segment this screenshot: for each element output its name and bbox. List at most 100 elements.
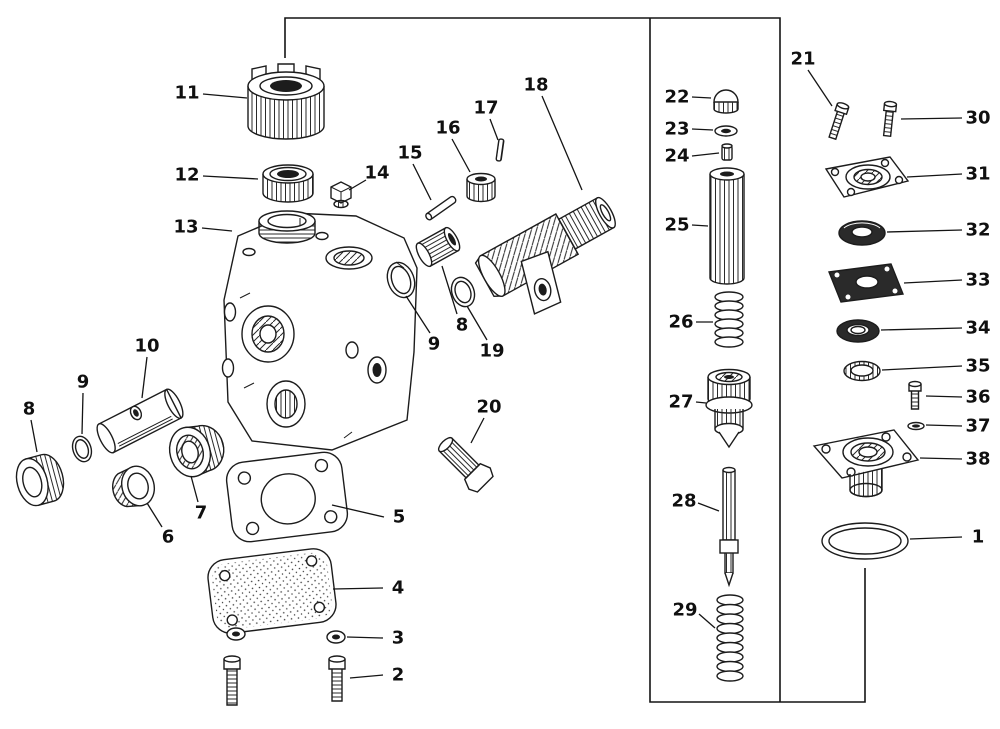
- leader-line-23: [691, 128, 714, 131]
- part-label-17: 17: [473, 98, 498, 119]
- part-23-washer: [714, 125, 738, 137]
- leader-line-21: [807, 69, 833, 107]
- leader-line-8: [30, 419, 38, 453]
- part-9-washer: [71, 435, 93, 463]
- part-label-6: 6: [162, 527, 175, 548]
- leader-line-29: [698, 613, 716, 629]
- part-19-o-ring: [450, 276, 476, 308]
- part-label-25: 25: [664, 215, 689, 236]
- part-32-seal-ring: [838, 220, 886, 246]
- part-16-knurled-nut: [466, 172, 496, 203]
- leader-line-9: [405, 295, 431, 334]
- part-11-cap-nut: [247, 63, 325, 140]
- part-22-cap-nut: [713, 89, 739, 114]
- part-label-14: 14: [364, 163, 389, 184]
- part-25-plunger-barrel: [709, 167, 745, 285]
- leader-line-4: [332, 587, 384, 590]
- part-label-19: 19: [479, 341, 504, 362]
- leader-line-9: [81, 392, 84, 435]
- part-18-fitting-body: [474, 196, 616, 298]
- part-label-20: 20: [476, 397, 501, 418]
- part-label-36: 36: [965, 387, 990, 408]
- leader-line-27: [695, 401, 707, 404]
- part-14-plug-screw: [330, 181, 352, 209]
- part-12-seal-bushing: [262, 164, 314, 203]
- part-label-8: 8: [456, 315, 469, 336]
- part-label-3: 3: [392, 628, 405, 649]
- leader-line-35: [881, 365, 963, 371]
- leader-line-1: [909, 536, 963, 540]
- part-3-washer: [326, 630, 346, 644]
- part-18-bracket: [520, 250, 562, 315]
- part-6-cup-seal: [112, 465, 155, 508]
- part-35-ring: [843, 360, 881, 382]
- part-3-washer: [226, 627, 246, 641]
- leader-line-11: [202, 93, 248, 99]
- part-label-11: 11: [174, 83, 199, 104]
- leader-line-2: [349, 674, 384, 679]
- part-label-33: 33: [965, 270, 990, 291]
- part-label-37: 37: [965, 416, 990, 437]
- part-label-23: 23: [664, 119, 689, 140]
- leader-line-18: [541, 95, 583, 191]
- part-label-12: 12: [174, 165, 199, 186]
- part-1-o-ring: [821, 522, 909, 560]
- leader-line-19: [466, 305, 488, 341]
- part-label-30: 30: [965, 108, 990, 129]
- part-label-10: 10: [134, 336, 159, 357]
- part-17-pin: [495, 138, 505, 162]
- part-38-fitting-flange: [812, 429, 920, 498]
- leader-line-12: [202, 175, 259, 180]
- part-8-plug: [15, 453, 65, 507]
- part-label-38: 38: [965, 449, 990, 470]
- part-label-24: 24: [664, 146, 689, 167]
- part-label-2: 2: [392, 665, 405, 686]
- part-30-screw: [882, 100, 898, 138]
- part-label-16: 16: [435, 118, 460, 139]
- part-label-1: 1: [972, 527, 985, 548]
- part-27-delivery-valve: [705, 368, 753, 449]
- leader-line-5: [331, 504, 385, 518]
- part-label-34: 34: [965, 318, 990, 339]
- part-34-gland-nut: [836, 319, 880, 343]
- leader-line-16: [451, 138, 471, 173]
- part-label-32: 32: [965, 220, 990, 241]
- leader-line-30: [900, 117, 963, 120]
- leader-line-15: [412, 163, 432, 201]
- leader-line-8: [441, 265, 458, 315]
- part-label-9: 9: [428, 334, 441, 355]
- callout-labels-layer: 1112131415161718981910987654322022232425…: [23, 49, 991, 686]
- assembly-frame: [284, 17, 866, 703]
- leader-line-25: [691, 224, 709, 227]
- part-31-cover-flange: [824, 156, 910, 198]
- part-4-cover-plate: [207, 548, 337, 634]
- leader-line-36: [925, 395, 963, 398]
- leader-line-13: [201, 227, 233, 232]
- leader-line-3: [346, 636, 384, 639]
- part-20-banjo-bolt: [437, 436, 494, 493]
- leader-line-28: [697, 502, 720, 512]
- leader-line-6: [146, 502, 163, 528]
- part-21-screw: [828, 102, 850, 141]
- part-29-spring: [716, 594, 744, 682]
- part-37-washer: [907, 421, 925, 431]
- leader-line-37: [925, 424, 963, 427]
- part-label-27: 27: [668, 392, 693, 413]
- leader-line-33: [903, 279, 963, 284]
- part-label-31: 31: [965, 164, 990, 185]
- part-label-13: 13: [173, 217, 198, 238]
- part-label-29: 29: [672, 600, 697, 621]
- leader-line-24: [691, 152, 720, 157]
- part-8-union-fitting: [415, 226, 461, 268]
- leader-line-14: [348, 179, 367, 191]
- part-28-push-rod: [719, 466, 739, 588]
- part-label-21: 21: [790, 49, 815, 70]
- part-13-valve-body: [221, 210, 418, 451]
- part-2-bolt: [328, 655, 346, 702]
- leader-line-10: [141, 356, 148, 399]
- part-label-15: 15: [397, 143, 422, 164]
- part-15-pin: [425, 195, 457, 221]
- part-label-26: 26: [668, 312, 693, 333]
